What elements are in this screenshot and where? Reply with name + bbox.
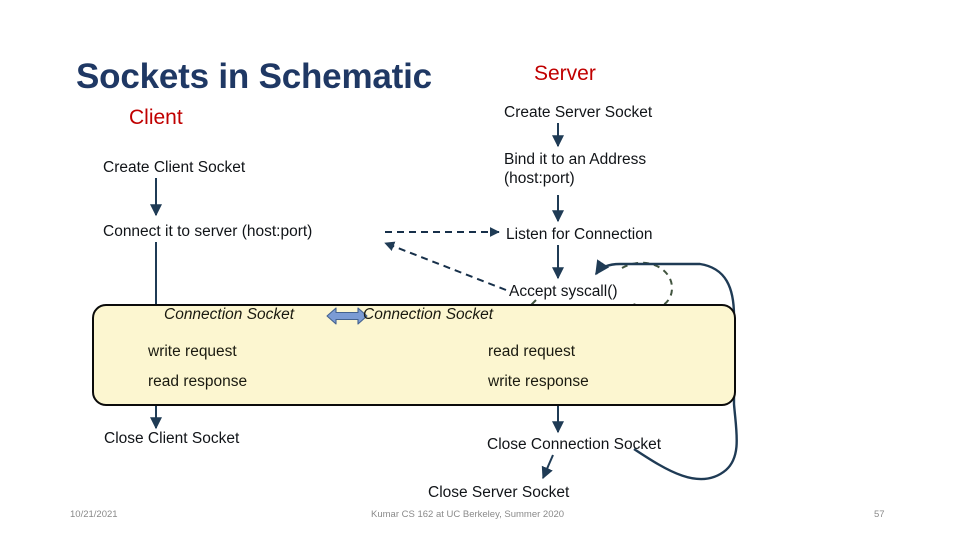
dashed-loop-accept-repeat bbox=[621, 261, 674, 314]
io-write-response: write response bbox=[488, 373, 589, 390]
connection-socket-label-server: Connection Socket bbox=[363, 306, 494, 323]
connection-socket-label-client: Connection Socket bbox=[164, 306, 295, 323]
footer-date: 10/21/2021 bbox=[70, 509, 118, 520]
io-read-request: read request bbox=[488, 343, 576, 360]
footer-note: Kumar CS 162 at UC Berkeley, Summer 2020 bbox=[371, 509, 565, 520]
step-close-server-socket: Close Server Socket bbox=[428, 484, 570, 501]
io-read-response: read response bbox=[148, 373, 248, 390]
server-column-title: Server bbox=[534, 62, 596, 85]
footer-page-number: 57 bbox=[874, 509, 885, 520]
step-bind-address: Bind it to an Address (host:port) bbox=[504, 151, 647, 187]
step-listen-for-connection: Listen for Connection bbox=[506, 226, 653, 243]
arrow-closeconn-to-closeserver bbox=[541, 454, 554, 480]
step-accept-syscall: Accept syscall() bbox=[509, 283, 618, 300]
page-title: Sockets in Schematic bbox=[76, 57, 432, 96]
step-create-client-socket: Create Client Socket bbox=[103, 159, 246, 176]
dashed-arrow-accept-to-connect bbox=[384, 241, 507, 291]
double-headed-arrow-icon bbox=[326, 307, 368, 325]
step-connect-to-server: Connect it to server (host:port) bbox=[103, 223, 313, 240]
io-write-request: write request bbox=[148, 343, 237, 360]
step-close-connection-socket: Close Connection Socket bbox=[487, 436, 662, 453]
step-close-client-socket: Close Client Socket bbox=[104, 430, 240, 447]
client-column-title: Client bbox=[129, 106, 183, 129]
step-create-server-socket: Create Server Socket bbox=[504, 104, 653, 121]
connection-socket-box bbox=[92, 304, 736, 406]
